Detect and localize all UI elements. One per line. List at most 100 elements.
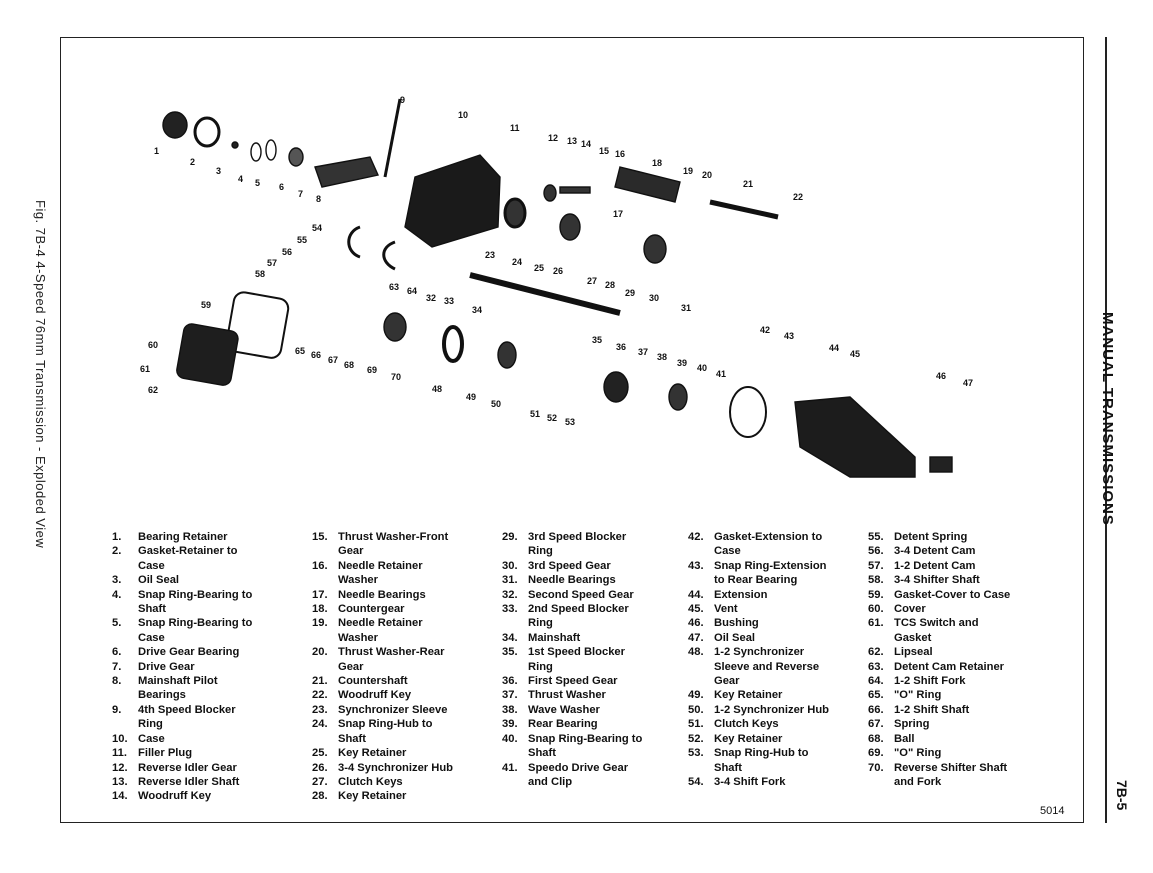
legend-item: 59.Gasket-Cover to Case	[868, 588, 1010, 602]
legend-item: 63.Detent Cam Retainer	[868, 660, 1010, 674]
callout-26: 26	[553, 266, 563, 276]
legend-item: 33.2nd Speed Blocker	[502, 602, 642, 616]
callout-12: 12	[548, 133, 558, 143]
legend-item-text: 1-2 Detent Cam	[894, 559, 976, 572]
callout-37: 37	[638, 347, 648, 357]
callout-67: 67	[328, 355, 338, 365]
legend-item-number: 54.	[688, 775, 704, 788]
legend-item-number	[688, 761, 714, 775]
legend-item-number: 62.	[868, 646, 884, 659]
callout-7: 7	[298, 189, 303, 199]
legend-item: 2. Gasket-Retainer to	[112, 544, 252, 558]
legend-item-number	[312, 544, 338, 558]
margin-rule	[1105, 37, 1107, 823]
legend-item: 24.Snap Ring-Hub to	[312, 717, 453, 731]
legend-item-number: 25.	[312, 747, 328, 760]
legend-item-number: 3.	[112, 574, 122, 587]
legend-item-text: Cover	[894, 603, 926, 616]
legend-item-number	[688, 544, 714, 558]
legend-item-text: "O" Ring	[894, 747, 942, 760]
section-title: MANUAL TRANSMISSIONS	[1099, 312, 1116, 526]
legend-item-number: 5.	[112, 617, 122, 630]
legend-item: 61.TCS Switch and	[868, 616, 1010, 630]
legend-item: 36. First Speed Gear	[502, 674, 642, 688]
legend-item-text: Case	[138, 732, 165, 745]
legend-item-number: 6.	[112, 646, 122, 659]
legend-item: 49.Key Retainer	[688, 688, 829, 702]
legend-item-text: Needle Bearings	[338, 588, 426, 601]
callout-6: 6	[279, 182, 284, 192]
page-number: 7B-5	[1114, 780, 1130, 811]
legend-item: 6.Drive Gear Bearing	[112, 645, 252, 659]
legend-item-text: Countergear	[338, 603, 405, 616]
legend-item: and Clip	[502, 775, 642, 789]
legend-item: Sleeve and Reverse	[688, 660, 829, 674]
legend-item: Case	[112, 631, 252, 645]
legend-item-number	[502, 616, 528, 630]
legend-item-number: 13.	[112, 775, 128, 788]
callout-1: 1	[154, 146, 159, 156]
legend-item: 34.Mainshaft	[502, 631, 642, 645]
legend-item: 52.Key Retainer	[688, 732, 829, 746]
callout-28: 28	[605, 280, 615, 290]
figure-frame	[60, 37, 1084, 823]
legend-item-number: 10.	[112, 732, 128, 745]
callout-52: 52	[547, 413, 557, 423]
legend-item-number: 27.	[312, 775, 328, 788]
legend-item-text: Gasket-Extension to	[714, 531, 823, 543]
legend-item-number	[112, 717, 138, 731]
legend-item-text: Countershaft	[338, 675, 408, 688]
legend-item-number	[112, 559, 138, 573]
callout-21: 21	[743, 179, 753, 189]
legend-item-text: First Speed Gear	[528, 675, 618, 688]
callout-8: 8	[316, 194, 321, 204]
legend-item-number	[112, 631, 138, 645]
legend-item-number: 18.	[312, 603, 328, 616]
legend-item: 13.Reverse Idler Shaft	[112, 775, 252, 789]
legend-item-number	[502, 746, 528, 760]
callout-33: 33	[444, 296, 454, 306]
callout-17: 17	[613, 209, 623, 219]
legend-item: 62. Lipseal	[868, 645, 1010, 659]
figure-id: 5014	[1040, 805, 1065, 817]
legend-item: 50.1-2 Synchronizer Hub	[688, 703, 829, 717]
legend-item-number: 58.	[868, 574, 884, 587]
legend-item: 37.Thrust Washer	[502, 688, 642, 702]
legend-item-number	[502, 544, 528, 558]
legend-item-text: Needle Retainer	[338, 559, 423, 572]
legend-item: 7.Drive Gear	[112, 660, 252, 674]
legend-item: 4.Snap Ring-Bearing to	[112, 588, 252, 602]
legend-item-text: Second Speed Gear	[528, 588, 634, 601]
callout-36: 36	[616, 342, 626, 352]
legend-item-text: Case	[714, 545, 741, 558]
legend-item-text: 1-2 Shift Fork	[894, 675, 966, 688]
legend-item-text: 1-2 Synchronizer	[714, 646, 805, 659]
legend-item: 21.Countershaft	[312, 674, 453, 688]
legend-item: Ring	[502, 660, 642, 674]
legend-item: Gear	[688, 674, 829, 688]
callout-3: 3	[216, 166, 221, 176]
legend-item: 58.3-4 Shifter Shaft	[868, 573, 1010, 587]
callout-48: 48	[432, 384, 442, 394]
legend-item-number: 35.	[502, 646, 518, 659]
legend-item-number: 28.	[312, 790, 328, 803]
legend-item-number: 24.	[312, 718, 328, 731]
legend-item-text: Gasket-Retainer to	[138, 545, 238, 558]
callout-64: 64	[407, 286, 417, 296]
callout-43: 43	[784, 331, 794, 341]
legend-item-number: 40.	[502, 732, 518, 745]
callout-63: 63	[389, 282, 399, 292]
callout-50: 50	[491, 399, 501, 409]
legend-item-text: Reverse Shifter Shaft	[894, 761, 1008, 774]
callout-31: 31	[681, 303, 691, 313]
legend-item: 60.Cover	[868, 602, 1010, 616]
legend-item-text: Lipseal	[894, 646, 933, 659]
legend-item-text: Case	[138, 559, 165, 572]
legend-item-text: 1-2 Synchronizer Hub	[714, 703, 830, 716]
legend-item-text: and Clip	[528, 775, 573, 788]
legend-item-number: 2.	[112, 545, 122, 558]
legend-item-number	[502, 775, 528, 789]
legend-item-number: 36.	[502, 675, 518, 688]
legend-item-number: 31.	[502, 574, 518, 587]
